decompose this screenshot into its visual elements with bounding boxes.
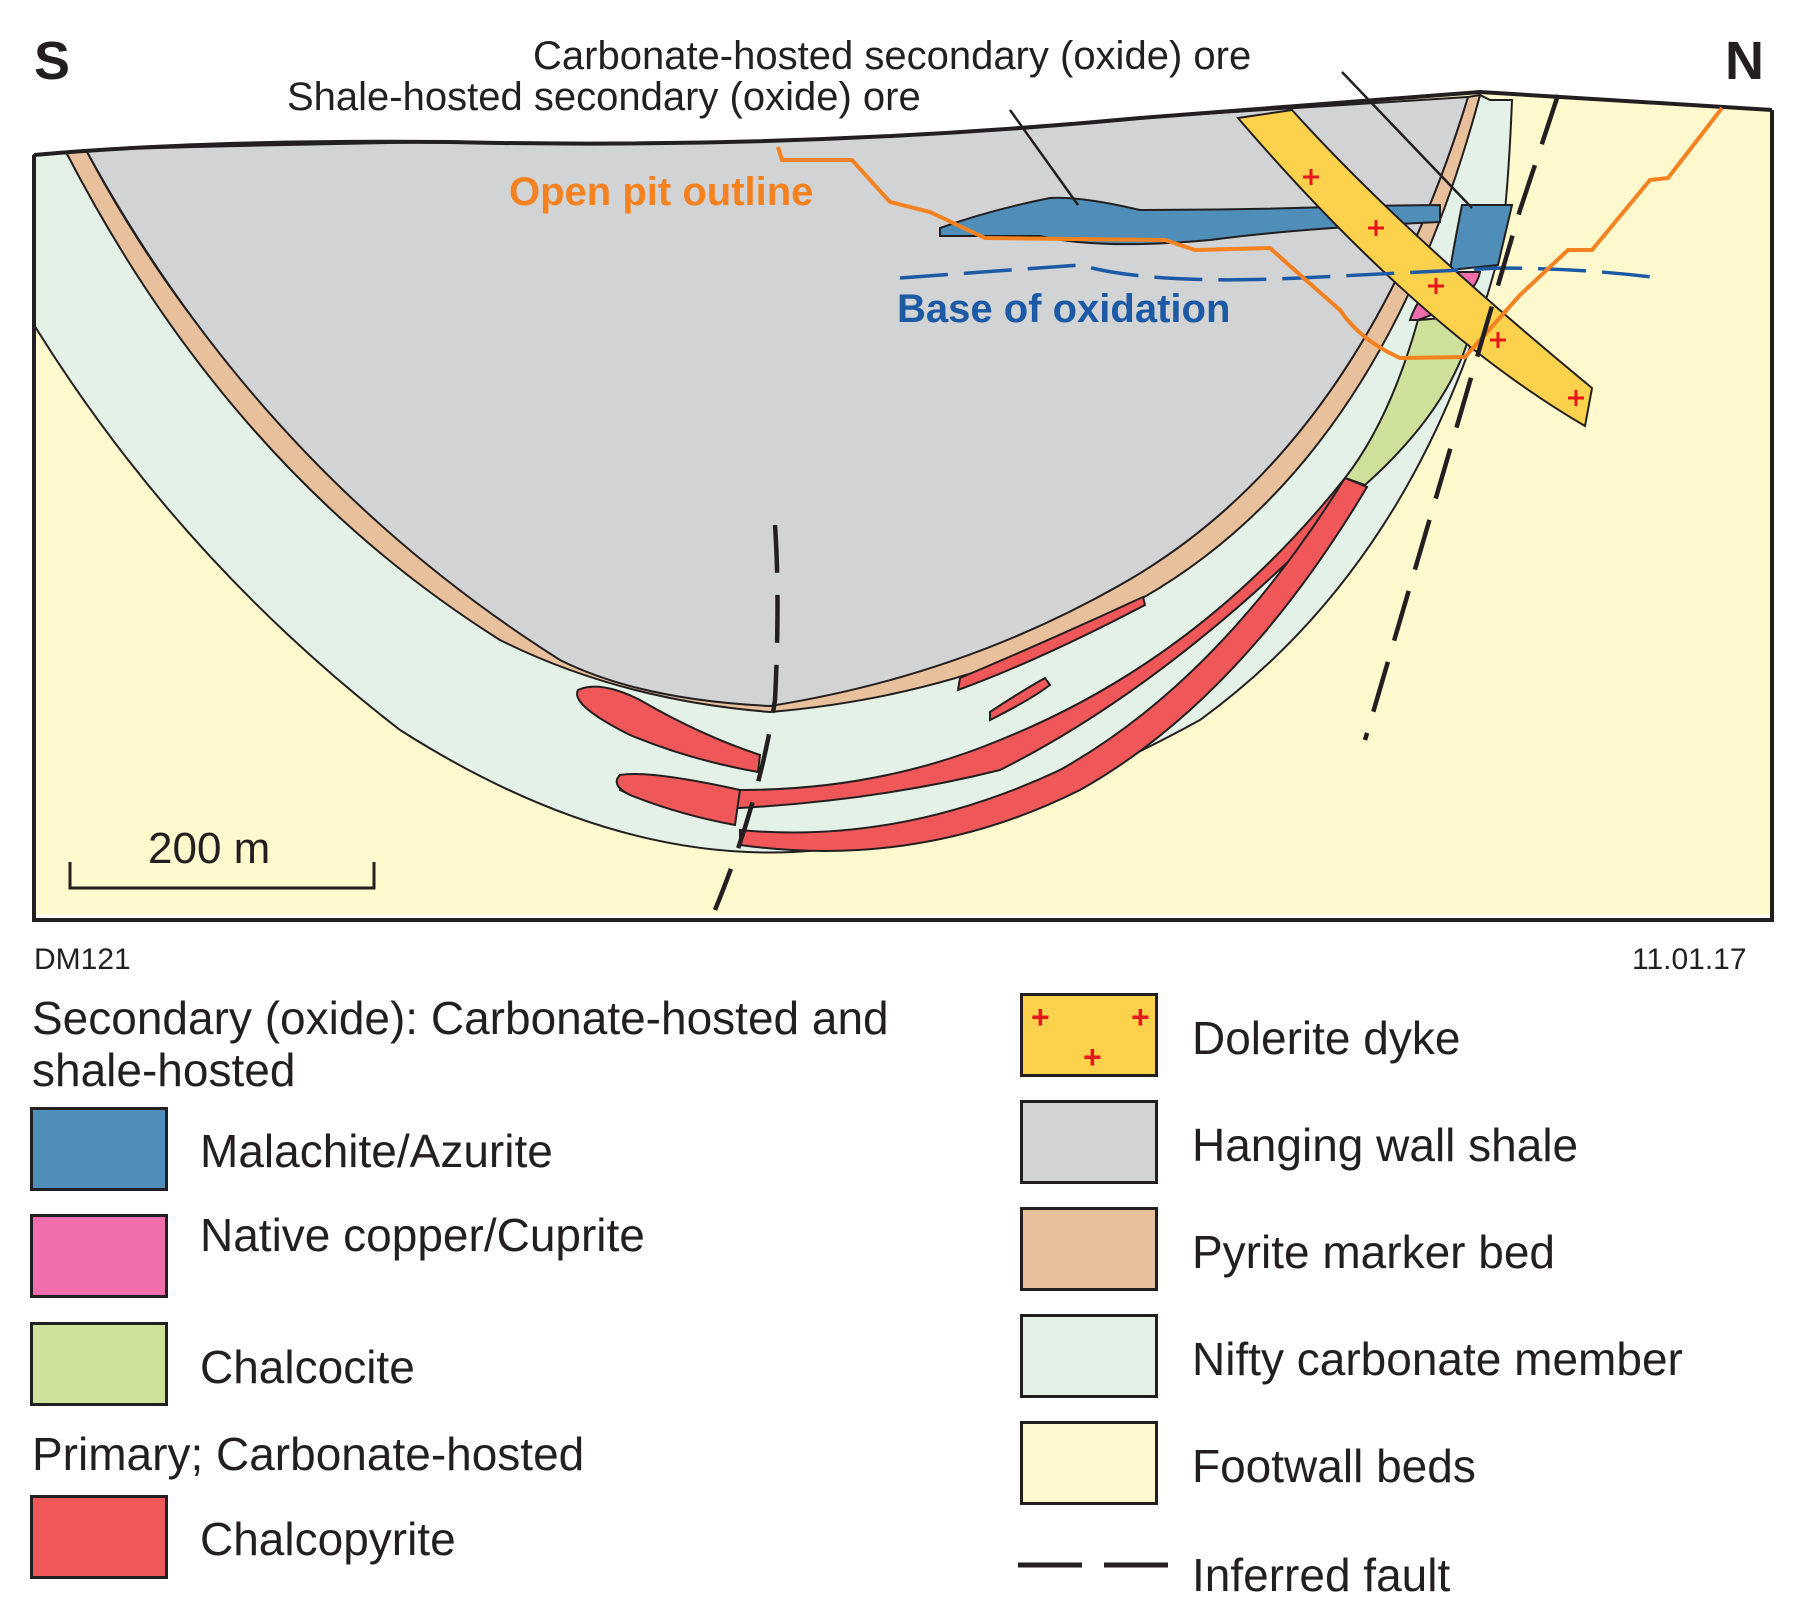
inferred-fault-north xyxy=(1362,94,1561,741)
legend-label-hanging-wall-shale: Hanging wall shale xyxy=(1192,1119,1579,1171)
legend-swatch-chalcopyrite xyxy=(30,1495,168,1579)
leader-line-shale-ore xyxy=(1008,109,1080,206)
legend-label-native-copper-cuprite: Native copper/Cuprite xyxy=(200,1209,645,1261)
legend-swatch-malachite-azurite xyxy=(30,1107,168,1191)
legend-label-dolerite-dyke: Dolerite dyke xyxy=(1192,1012,1461,1064)
scale-bar-label: 200 m xyxy=(148,824,271,873)
legend-swatch-pyrite-marker-bed xyxy=(1020,1207,1158,1291)
chalcopyrite-south-lens-1 xyxy=(576,685,762,774)
cross-section-diagram xyxy=(32,71,1774,922)
legend-label-chalcocite: Chalcocite xyxy=(200,1341,415,1393)
inferred-fault-south xyxy=(712,524,780,911)
legend-label-footwall-beds: Footwall beds xyxy=(1192,1440,1476,1492)
dolerite-dyke-area xyxy=(1236,108,1594,428)
north-direction-label: N xyxy=(1725,31,1764,91)
dyke-cross-icon: + xyxy=(1131,999,1150,1035)
dyke-cross-icon: + xyxy=(1031,999,1050,1035)
shale-ore-callout: Shale-hosted secondary (oxide) ore xyxy=(287,75,921,119)
chalcopyrite-lenses xyxy=(576,476,1369,852)
legend-swatch-inferred-fault xyxy=(1018,1562,1168,1568)
open-pit-outline-line xyxy=(776,106,1724,361)
chalcopyrite-small-lens xyxy=(989,676,1052,722)
open-pit-outline-label: Open pit outline xyxy=(509,170,814,214)
legend-primary-heading: Primary; Carbonate-hosted xyxy=(32,1428,585,1480)
legend-label-inferred-fault: Inferred fault xyxy=(1192,1549,1451,1601)
legend-label-nifty-carbonate-member: Nifty carbonate member xyxy=(1192,1333,1683,1385)
legend-swatch-nifty-carbonate-member xyxy=(1020,1314,1158,1398)
figure-id-label: DM121 xyxy=(34,943,131,976)
chalcopyrite-upper-lens xyxy=(956,595,1147,692)
legend-swatch-dolerite-dyke: + + + xyxy=(1020,993,1158,1077)
legend-label-malachite-azurite: Malachite/Azurite xyxy=(200,1125,553,1177)
topographic-surface-line xyxy=(33,89,1773,157)
date-label: 11.01.17 xyxy=(1632,943,1747,976)
chalcopyrite-south-lens-2 xyxy=(615,773,742,827)
legend-swatch-chalcocite xyxy=(30,1322,168,1406)
scale-bar xyxy=(68,862,376,890)
malachite-azurite-carbonate-hosted xyxy=(1448,204,1514,272)
south-direction-label: S xyxy=(34,31,71,91)
dyke-crosses xyxy=(1303,169,1584,406)
leader-line-carbonate-ore xyxy=(1341,71,1473,209)
legend-label-chalcopyrite: Chalcopyrite xyxy=(200,1513,456,1565)
dyke-cross-icon: + xyxy=(1083,1039,1102,1075)
section-frame xyxy=(32,110,1774,922)
base-of-oxidation-label: Base of oxidation xyxy=(897,287,1231,331)
base-of-oxidation-line xyxy=(899,263,1661,282)
legend-swatch-native-copper-cuprite xyxy=(30,1214,168,1298)
legend-label-pyrite-marker-bed: Pyrite marker bed xyxy=(1192,1226,1556,1278)
legend-secondary-heading: Secondary (oxide): Carbonate-hosted and … xyxy=(32,992,889,1096)
carbonate-ore-callout: Carbonate-hosted secondary (oxide) ore xyxy=(533,34,1252,78)
legend-swatch-hanging-wall-shale xyxy=(1020,1100,1158,1184)
legend-swatch-footwall-beds xyxy=(1020,1421,1158,1505)
